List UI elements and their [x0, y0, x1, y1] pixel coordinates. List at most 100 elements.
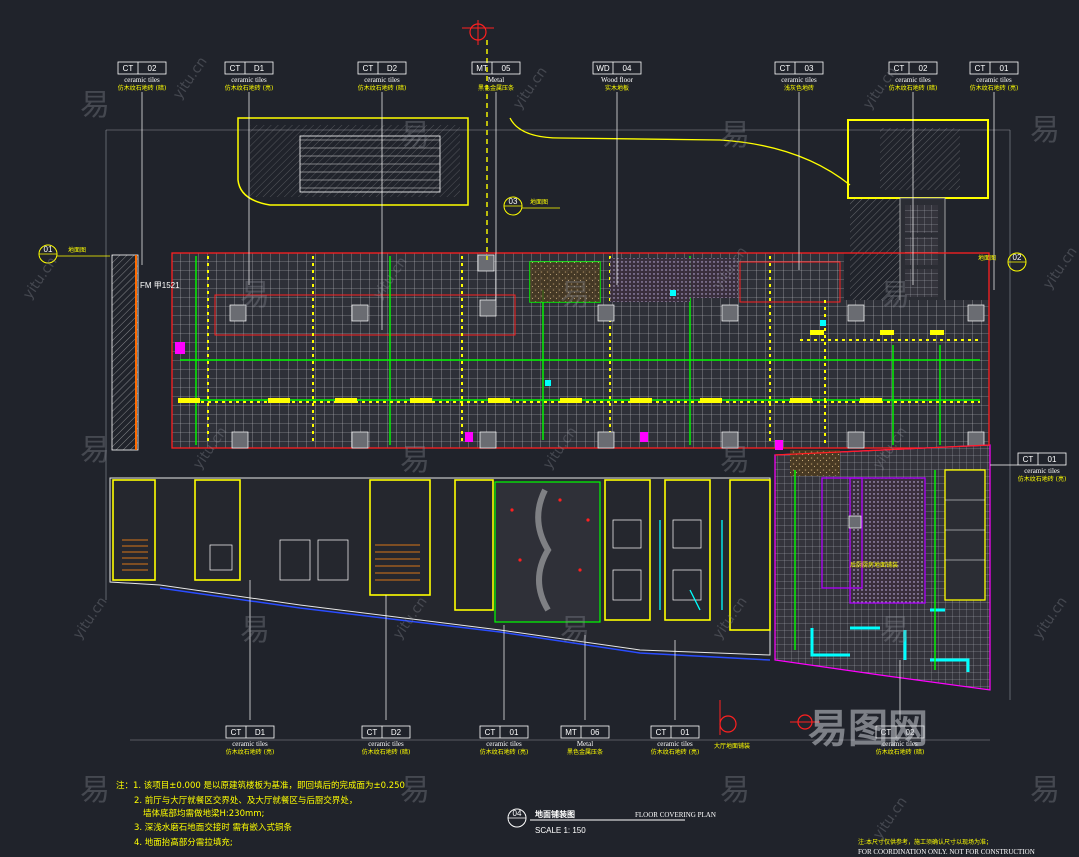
detail-callout-03: 03 地面图 [503, 196, 560, 216]
tag-number: D1 [255, 728, 266, 737]
tag-number: 01 [510, 728, 519, 737]
tag-code: MT [476, 64, 488, 73]
footer-en: FOR COORDINATION ONLY. NOT FOR CONSTRUCT… [858, 848, 1035, 856]
kitchen-area [774, 444, 991, 691]
svg-text:02: 02 [1013, 253, 1022, 262]
tag-material-cn: 仿木纹石地砖 (暗) [889, 84, 938, 92]
tag-material-cn: 黑色金属压条 [567, 748, 603, 756]
svg-text:易: 易 [1030, 113, 1060, 148]
detail-02-title: 地面图 [978, 254, 996, 262]
tag-material-cn: 仿木纹石地砖 (亮) [226, 748, 275, 756]
svg-text:03: 03 [509, 197, 518, 206]
svg-text:易: 易 [880, 613, 910, 648]
svg-text:易: 易 [400, 118, 430, 153]
note-2: 2. 前厅与大厅就餐区交界处、及大厅就餐区与后厨交界处， [134, 795, 357, 806]
title-block: 04 地面铺装图 FLOOR COVERING PLAN SCALE 1: 15… [507, 808, 716, 835]
tag-number: 03 [805, 64, 814, 73]
tag-material-cn: 浅灰色地砖 [784, 84, 814, 92]
tag-material-en: ceramic tiles [368, 740, 404, 748]
tag-number: 01 [1000, 64, 1009, 73]
tag-material-cn: 仿木纹石地砖 (暗) [358, 84, 407, 92]
tag-number: 02 [919, 64, 928, 73]
drawing-scale: SCALE 1: 150 [535, 826, 586, 835]
tag-code: CT [780, 64, 791, 73]
svg-text:易: 易 [560, 278, 590, 313]
title-number: 04 [513, 809, 522, 818]
general-notes: 注：1. 该项目±0.000 是以原建筑楼板为基准，即回填后的完成面为±0.25… [116, 780, 405, 848]
tag-material-cn: 仿木纹石地砖 (亮) [651, 748, 700, 756]
tag-material-cn: 仿木纹石地砖 (暗) [876, 748, 925, 756]
tag-material-cn: 仿木纹石地砖 (暗) [362, 748, 411, 756]
tag-code: CT [656, 728, 667, 737]
right-stair-tower [847, 119, 989, 304]
tag-code: CT [231, 728, 242, 737]
tag-code: CT [1023, 455, 1034, 464]
tag-code: CT [894, 64, 905, 73]
tag-material-en: ceramic tiles [124, 76, 160, 84]
tag-code: CT [363, 64, 374, 73]
tag-number: 06 [591, 728, 600, 737]
svg-text:易: 易 [80, 773, 110, 808]
detail-callout-01: 01 地面图 [38, 244, 110, 264]
tag-material-en: Metal [488, 76, 504, 84]
leader-lines [141, 92, 1018, 720]
tag-code: CT [367, 728, 378, 737]
detail-callout-02: 02 地面图 [978, 252, 1027, 272]
svg-text:易: 易 [400, 443, 430, 478]
upper-stair-area [237, 117, 851, 206]
detail-03-title: 地面图 [530, 198, 548, 206]
drawing-title: 地面铺装图 [535, 809, 575, 819]
section-marker-bottom [719, 700, 820, 735]
tag-material-en: ceramic tiles [364, 76, 400, 84]
tag-material-cn: 实木地板 [605, 84, 629, 92]
brand-watermark: 易图网 [808, 706, 928, 752]
tag-material-en: ceramic tiles [486, 740, 522, 748]
lower-rooms [109, 477, 771, 661]
tag-number: 05 [502, 64, 511, 73]
svg-text:易: 易 [720, 773, 750, 808]
tag-material-cn: 仿木纹石地砖 (亮) [480, 748, 529, 756]
tag-number: 04 [623, 64, 632, 73]
note-4: 3. 深浅水磨石地面交接时 需有嵌入式铜条 [134, 822, 293, 833]
tag-material-cn: 仿木纹石地砖 (暗) [118, 84, 167, 92]
svg-text:易: 易 [240, 613, 270, 648]
fm-label: FM 甲1521 [140, 281, 180, 290]
tag-material-en: ceramic tiles [657, 740, 693, 748]
svg-text:易: 易 [400, 773, 430, 808]
note-3: 墙体底部均需做地梁H:230mm; [143, 808, 264, 819]
tag-code: CT [881, 728, 892, 737]
svg-text:易: 易 [720, 443, 750, 478]
tag-code: CT [485, 728, 496, 737]
tag-material-en: ceramic tiles [231, 76, 267, 84]
tag-number: 02 [906, 728, 915, 737]
tag-material-en: ceramic tiles [1024, 467, 1060, 475]
svg-text:易: 易 [560, 613, 590, 648]
svg-text:01: 01 [44, 245, 53, 254]
tag-code: MT [565, 728, 577, 737]
svg-text:易: 易 [1030, 773, 1060, 808]
svg-text:易: 易 [720, 118, 750, 153]
tag-code: CT [975, 64, 986, 73]
section-marker-top [462, 20, 494, 260]
tag-material-cn: 仿木纹石地砖 (亮) [225, 84, 274, 92]
tag-number: 01 [1048, 455, 1057, 464]
tag-number: 02 [148, 64, 157, 73]
drawing-subtitle: FLOOR COVERING PLAN [635, 811, 716, 819]
tag-material-en: Wood floor [601, 76, 634, 84]
svg-text:易: 易 [80, 433, 110, 468]
tag-number: 01 [681, 728, 690, 737]
